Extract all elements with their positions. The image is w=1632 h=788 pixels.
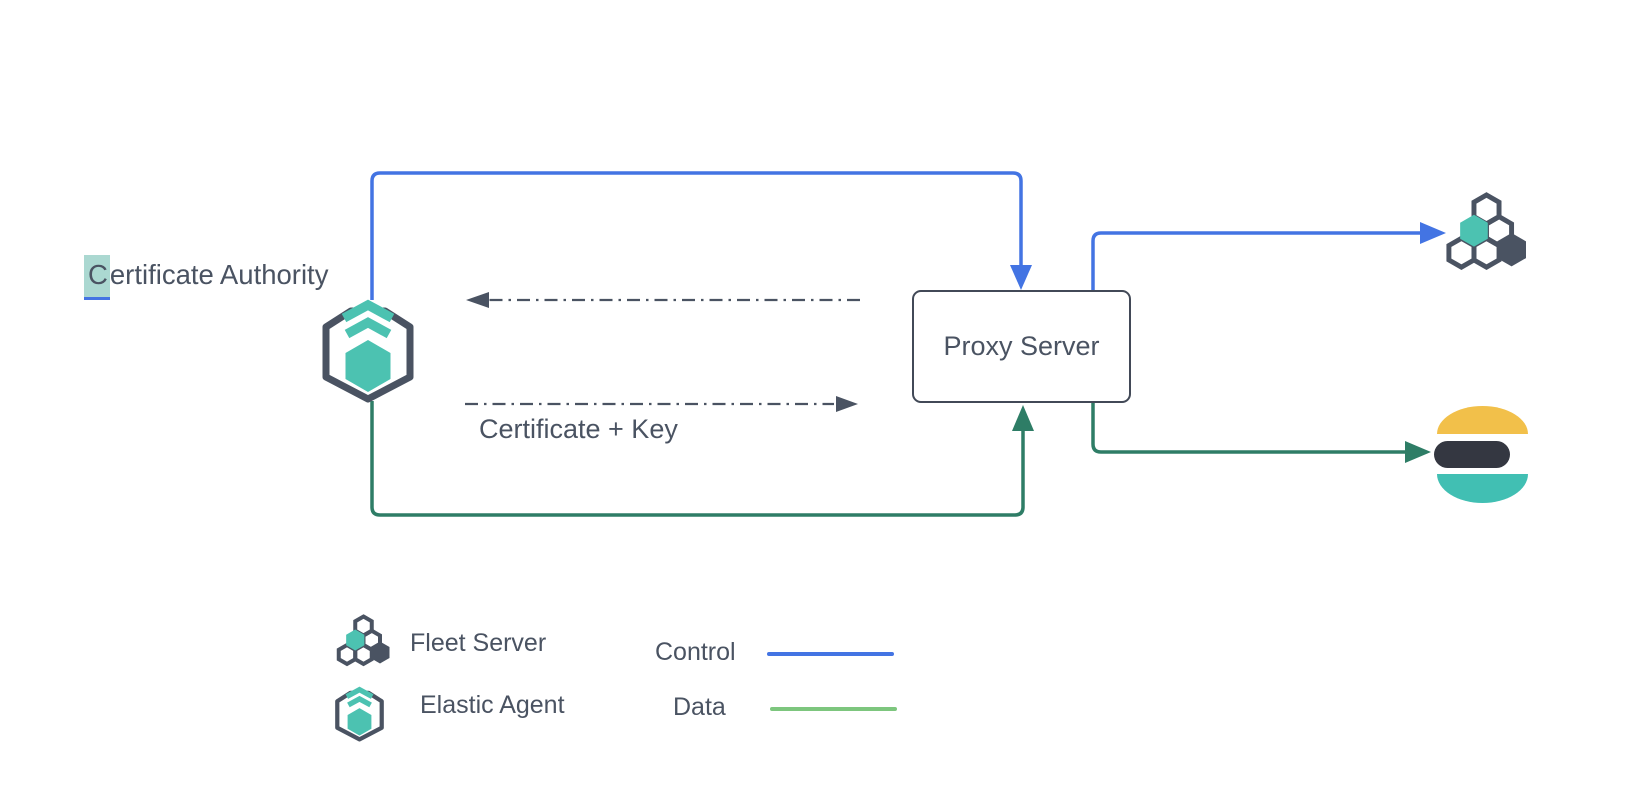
arrowhead-down-icon <box>1010 265 1032 290</box>
control-connector-agent-to-proxy <box>370 171 1032 300</box>
elastic-agent-icon <box>335 686 384 742</box>
proxy-server-node: Proxy Server <box>912 290 1131 403</box>
elasticsearch-icon <box>1434 406 1528 503</box>
proxy-server-label: Proxy Server <box>943 331 1100 361</box>
certificate-authority-label-rest: ertificate Authority <box>109 259 329 290</box>
certificate-key-label: Certificate + Key <box>479 414 678 444</box>
data-legend-label: Data <box>673 693 726 721</box>
data-legend-line <box>770 707 897 711</box>
control-connector-proxy-to-fleet <box>1091 222 1446 290</box>
arrowhead-right-icon <box>836 396 858 412</box>
data-connector-proxy-to-elasticsearch <box>1091 403 1431 463</box>
elastic-agent-legend-label: Elastic Agent <box>420 691 565 719</box>
dashed-connector-agent-to-proxy <box>465 396 858 412</box>
elastic-agent-icon <box>322 299 414 403</box>
arrowhead-right-icon <box>1405 441 1431 463</box>
certificate-authority-label: Certificate Authority <box>84 255 329 300</box>
data-connector-agent-to-proxy <box>370 401 1034 517</box>
fleet-server-icon <box>336 614 390 667</box>
arrowhead-right-icon <box>1420 222 1446 244</box>
control-legend-label: Control <box>655 638 736 666</box>
arrowhead-left-icon <box>466 292 489 308</box>
control-legend-line <box>767 652 894 656</box>
fleet-server-legend-label: Fleet Server <box>410 629 547 657</box>
arrowhead-up-icon <box>1012 405 1034 431</box>
highlighted-letter: C <box>84 255 110 300</box>
dashed-connector-proxy-to-agent <box>466 292 860 308</box>
fleet-server-icon <box>1446 192 1526 271</box>
